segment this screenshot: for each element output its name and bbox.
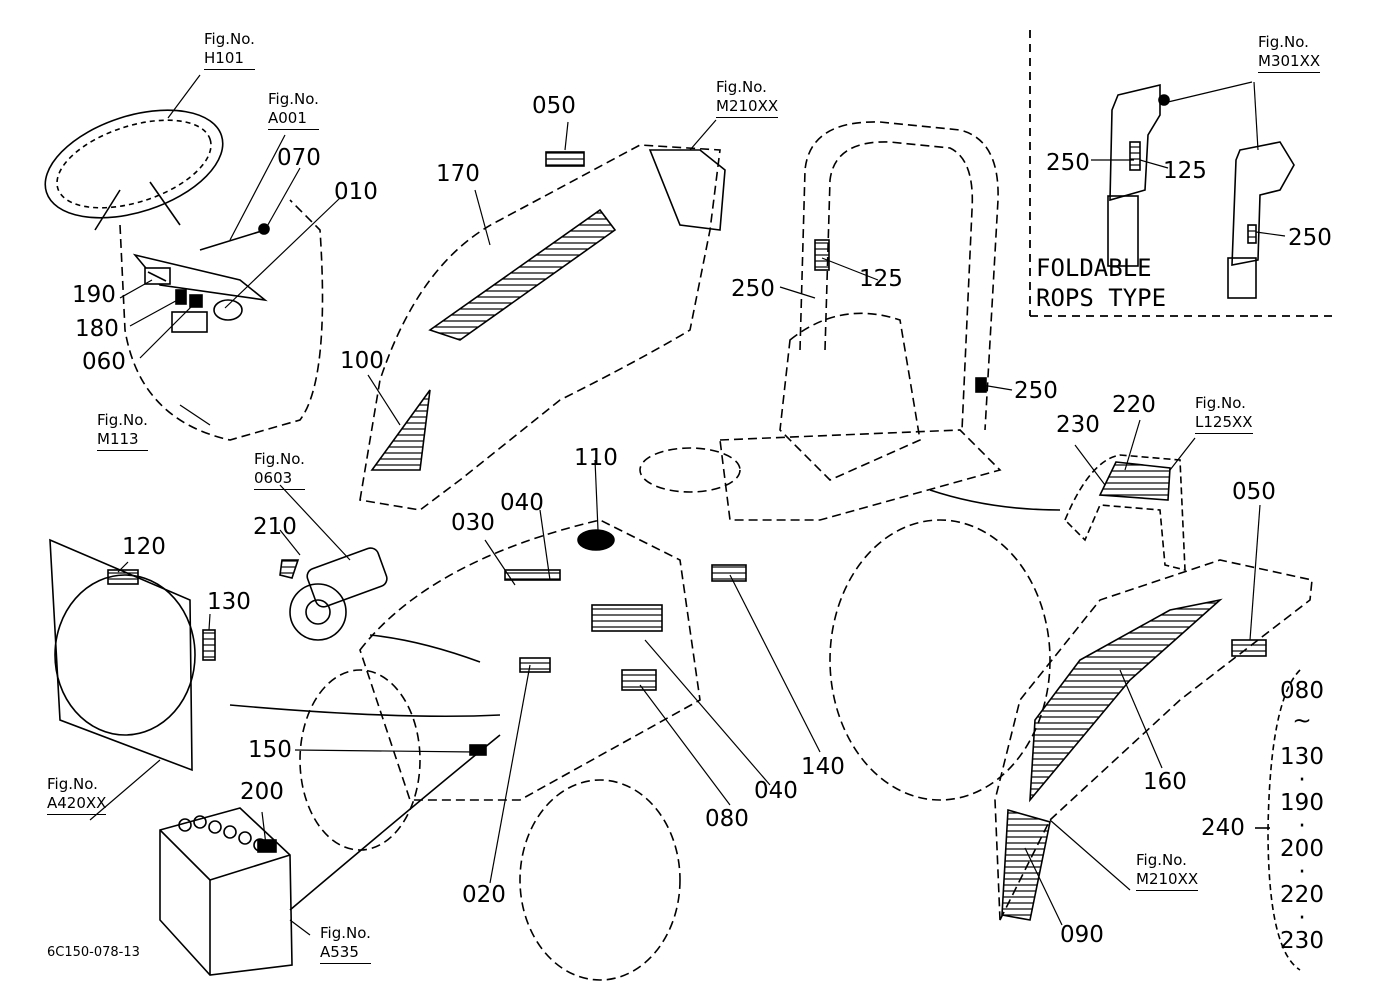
range-item: 080 [1280,678,1324,704]
range-item: · [1298,905,1306,931]
part-label: 180 [75,316,119,342]
part-label: 125 [859,266,903,292]
fig-ref-0603: Fig.No.0603 [254,450,305,490]
range-item: 220 [1280,882,1324,908]
part-label: 010 [334,179,378,205]
part-label: 220 [1112,392,1156,418]
part-label: 040 [500,490,544,516]
range-item: 230 [1280,928,1324,954]
part-label: 170 [436,161,480,187]
part-label: 100 [340,348,384,374]
range-item: · [1298,813,1306,839]
range-item: 200 [1280,836,1324,862]
part-label: 050 [532,93,576,119]
range-item: 190 [1280,790,1324,816]
fig-ref-a001: Fig.No.A001 [268,90,319,130]
fig-ref-m113: Fig.No.M113 [97,411,148,451]
drawing-number: 6C150-078-13 [47,945,140,960]
part-label: 090 [1060,922,1104,948]
leader-lines [89,74,1286,936]
inset-title-line2: ROPS TYPE [1036,284,1167,312]
radiator-drawing [49,538,216,772]
fig-ref-a535: Fig.No.A535 [320,924,371,964]
part-label: 050 [1232,479,1276,505]
fig-ref-m210-bot: Fig.No.M210XX [1136,851,1199,891]
range-item: ~ [1292,708,1312,734]
part-label: 040 [754,778,798,804]
part-label: 080 [705,806,749,832]
range-item: 130 [1280,744,1324,770]
part-label: 250 [1288,225,1332,251]
battery-drawing [159,807,293,976]
range-item: · [1298,767,1306,793]
part-label: 020 [462,882,506,908]
fender-drawing [994,559,1313,921]
fig-ref-h101: Fig.No.H101 [204,30,255,70]
air-cleaner-drawing [279,547,388,641]
part-label: 160 [1143,769,1187,795]
part-label: 140 [801,754,845,780]
fig-ref-m301: Fig.No.M301XX [1258,33,1321,73]
fender-bracket-drawing [1064,454,1186,572]
part-label: 230 [1056,412,1100,438]
part-label: 060 [82,349,126,375]
part-label: 120 [122,534,166,560]
fig-ref-a420: Fig.No.A420XX [47,775,107,815]
range-item: · [1298,859,1306,885]
fig-ref-l125: Fig.No.L125XX [1195,394,1253,434]
part-label: 200 [240,779,284,805]
hood-decals [469,529,747,756]
part-label: 110 [574,445,618,471]
part-label: 250 [1046,150,1090,176]
foldable-rops-parts-drawing [1107,83,1295,299]
part-label: 125 [1163,158,1207,184]
fig-ref-m210-top: Fig.No.M210XX [716,78,779,118]
part-label: 190 [72,282,116,308]
assembly-arrows [229,489,1301,971]
part-label: 210 [253,514,297,540]
inset-title: FOLDABLE ROPS TYPE [1036,253,1166,313]
rops-frame-drawing [799,121,999,431]
hood-panel-drawing [359,144,726,511]
part-label: 130 [207,589,251,615]
inset-boundary [1029,30,1338,317]
steering-console-drawing [44,109,324,441]
part-label: 070 [277,145,321,171]
part-label: 240 [1201,815,1245,841]
tractor-body-drawing [299,312,1051,981]
inset-title-line1: FOLDABLE [1036,254,1152,282]
part-label: 150 [248,737,292,763]
part-label: 250 [1014,378,1058,404]
part-label: 250 [731,276,775,302]
part-label: 030 [451,510,495,536]
